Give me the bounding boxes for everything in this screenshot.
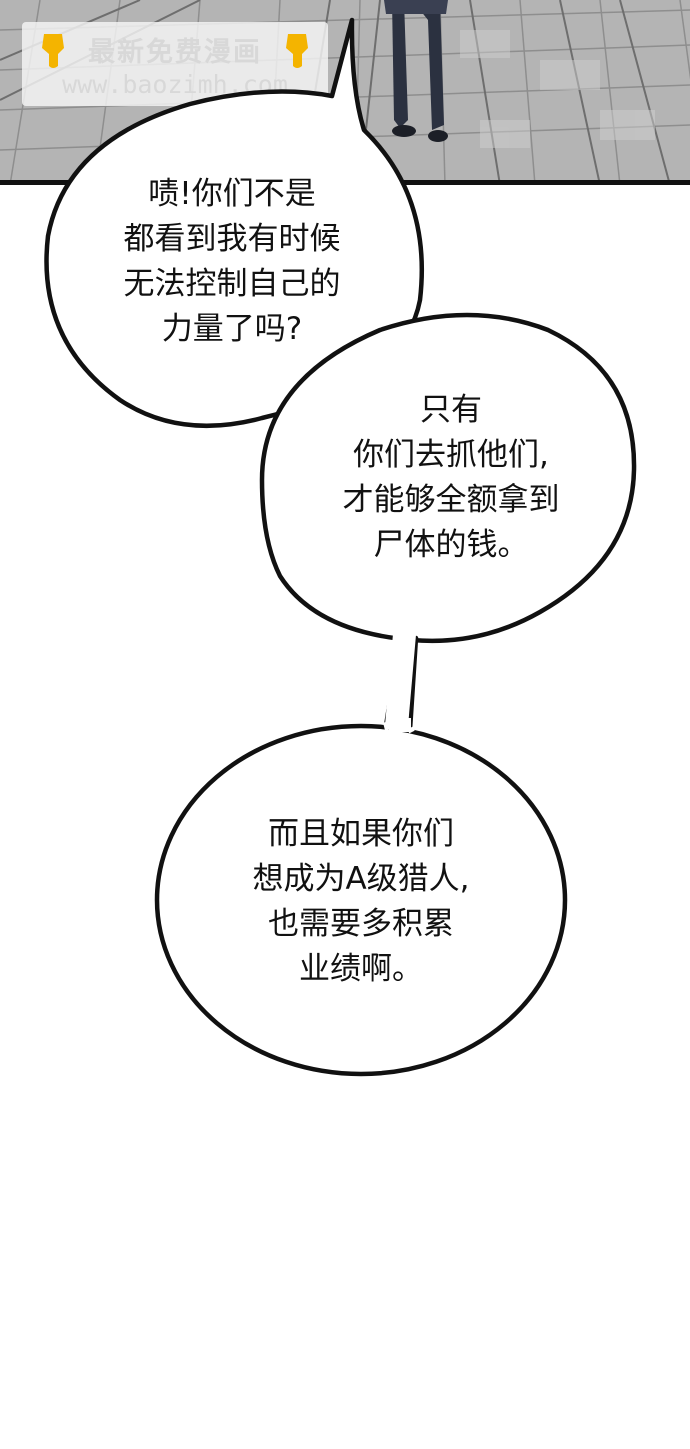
bubble-line: 只有: [420, 392, 482, 428]
bubble-line: 无法控制自己的: [123, 266, 341, 302]
speech-bubble-3-outline: [154, 723, 568, 1077]
bubble-line: 而且如果你们: [268, 816, 454, 852]
bubble-line: 也需要多积累: [268, 906, 454, 942]
bubble-line: 啧!你们不是: [148, 176, 316, 212]
bubble-line: 才能够全额拿到: [342, 482, 560, 518]
watermark-title: 最新免费漫画: [88, 37, 262, 68]
speech-bubble-2-text: 只有 你们去抓他们, 才能够全额拿到 尸体的钱。: [306, 388, 596, 568]
bubble-line: 你们去抓他们,: [353, 437, 549, 473]
bubble-line: 尸体的钱。: [373, 527, 529, 563]
bubble-line: 力量了吗?: [161, 311, 303, 347]
pointing-down-hand-icon: [286, 34, 308, 68]
speech-bubble-2-outline: [259, 312, 637, 644]
bubble-line: 业绩啊。: [299, 951, 423, 987]
pointing-down-hand-icon: [42, 34, 64, 68]
speech-bubble-3-text: 而且如果你们 想成为A级猎人, 也需要多积累 业绩啊。: [211, 812, 511, 992]
speech-bubble-1-text: 啧!你们不是 都看到我有时候 无法控制自己的 力量了吗?: [92, 172, 372, 352]
standing-figure-legs: [384, 0, 448, 142]
speech-bubble-1-outline: [44, 17, 425, 429]
bubble-line: 都看到我有时候: [123, 221, 341, 257]
bubble-line: 想成为A级猎人,: [252, 861, 470, 897]
